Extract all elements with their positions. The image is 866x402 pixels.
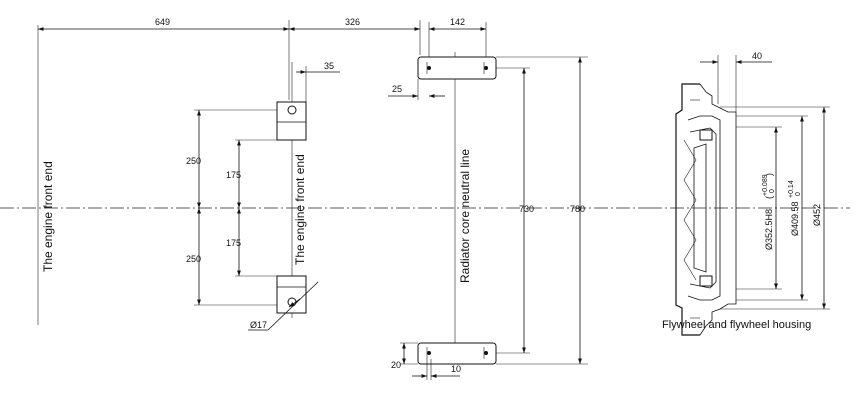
- flywheel-caption: Flywheel and flywheel housing: [662, 319, 811, 331]
- dim-250-top: 250: [186, 156, 201, 166]
- leader-phi17-arrow: [288, 298, 301, 308]
- dim-20: 20: [391, 360, 401, 370]
- dim-250-bottom: 250: [186, 254, 201, 264]
- svg-text:(: (: [764, 196, 774, 199]
- dim-25: 25: [392, 84, 402, 94]
- engine-front-end-label-left: The engine front end: [41, 161, 55, 272]
- dim-phi409-tol-lower: 0: [795, 192, 802, 196]
- radiator-neutral-line-label: Radiator core neutral line: [458, 149, 472, 283]
- dim-326: 326: [345, 17, 360, 27]
- dim-phi352-tol-lower: 0: [769, 189, 776, 193]
- dim-phi409-group: Ø409.58 +0.14 0: [788, 180, 802, 236]
- dim-142: 142: [450, 17, 465, 27]
- dim-phi17: Ø17: [250, 320, 267, 330]
- dim-phi352-tol-upper: +0.089: [762, 174, 769, 196]
- dim-10: 10: [451, 364, 461, 374]
- dim-phi409-tol-upper: +0.14: [788, 180, 795, 198]
- flywheel-housing: [675, 83, 737, 336]
- upper-radiator-bracket: [417, 56, 497, 80]
- svg-text:): ): [764, 173, 774, 176]
- lower-radiator-bracket: [417, 342, 497, 365]
- dim-730: 730: [519, 204, 534, 214]
- dim-649: 649: [155, 17, 170, 27]
- engine-front-end-label-mid: The engine front end: [293, 154, 307, 265]
- dim-phi352: Ø352.5H8: [764, 209, 774, 250]
- dim-phi409: Ø409.58: [790, 201, 800, 236]
- upper-engine-mount: [276, 101, 307, 141]
- dim-phi352-group: Ø352.5H8 ( +0.089 0 ): [762, 173, 776, 250]
- dim-780: 780: [570, 204, 585, 214]
- dim-phi452: Ø452: [812, 204, 822, 226]
- dim-35: 35: [324, 61, 334, 71]
- dim-175-top: 175: [226, 170, 241, 180]
- dim-175-bottom: 175: [226, 238, 241, 248]
- dim-40: 40: [752, 51, 762, 61]
